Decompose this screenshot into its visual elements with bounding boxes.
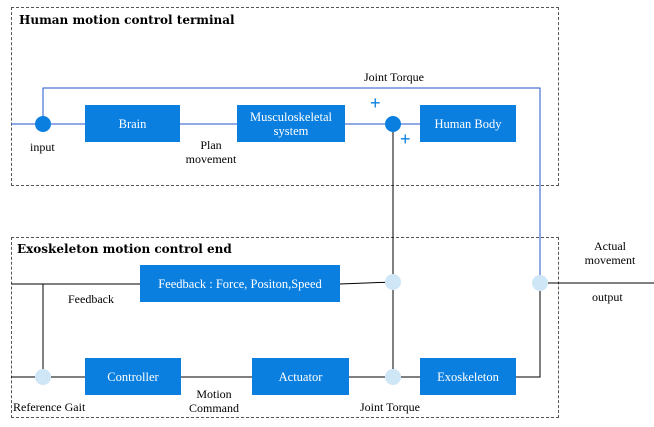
plan-movement-label: Plan movement <box>180 138 242 166</box>
musculoskeletal-line2: system <box>273 123 309 138</box>
input-label: input <box>30 140 55 154</box>
reference-node <box>35 369 51 385</box>
feedback-label: Feedback <box>68 292 114 306</box>
line-feedback-right <box>339 281 394 285</box>
motion-line2: Command <box>189 401 239 415</box>
human-body-block: Human Body <box>420 105 516 142</box>
controller-block: Controller <box>85 358 181 395</box>
reference-gait-label: Reference Gait <box>13 400 86 414</box>
musculoskeletal-line1: Musculoskeletal <box>250 109 332 124</box>
human-motion-panel <box>11 7 559 186</box>
line-joint-torque-loop <box>42 87 541 283</box>
sum-node <box>385 116 401 132</box>
actual-movement-label: Actual movement <box>580 239 640 267</box>
human-panel-title: Human motion control terminal <box>19 13 235 27</box>
exoskeleton-panel <box>11 237 559 418</box>
plus-bottom-sign: + <box>400 129 411 149</box>
musculoskeletal-block: Musculoskeletal system <box>237 105 345 142</box>
joint-torque-top-label: Joint Torque <box>364 70 424 84</box>
torque-node <box>385 369 401 385</box>
line-exo-output <box>516 283 541 378</box>
actual-line1: Actual <box>594 239 626 253</box>
brain-block: Brain <box>85 105 180 142</box>
plan-line2: movement <box>185 152 237 166</box>
plus-top-sign: + <box>370 93 381 113</box>
actual-line2: movement <box>584 253 636 267</box>
motion-command-label: Motion Command <box>183 387 245 415</box>
feedback-node <box>385 274 401 290</box>
plan-line1: Plan <box>200 138 222 152</box>
exo-panel-title: Exoskeleton motion control end <box>17 242 232 256</box>
actuator-block: Actuator <box>252 358 349 395</box>
feedback-block: Feedback : Force, Positon,Speed <box>140 265 340 302</box>
motion-line1: Motion <box>196 387 232 401</box>
output-label: output <box>592 290 623 304</box>
input-node <box>35 116 51 132</box>
joint-torque-bottom-label: Joint Torque <box>360 400 420 414</box>
exoskeleton-block: Exoskeleton <box>420 358 516 395</box>
output-node <box>532 275 548 291</box>
